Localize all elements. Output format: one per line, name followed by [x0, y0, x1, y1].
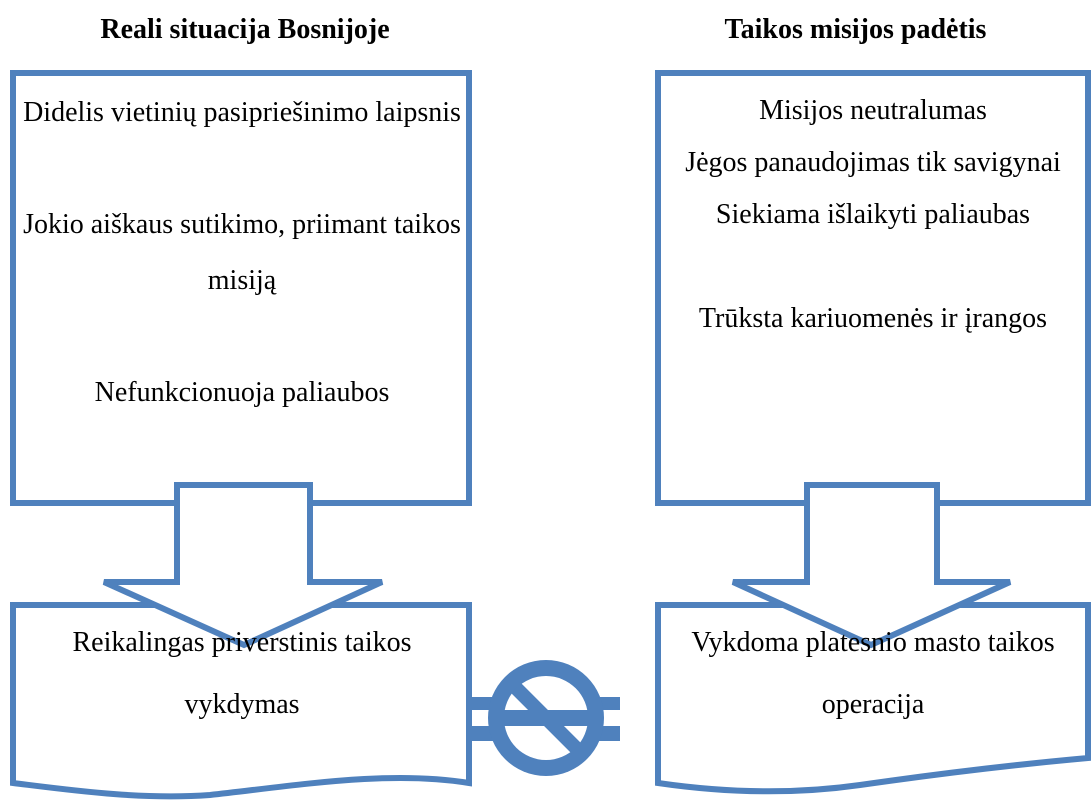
right-result-text: Vykdoma platesnio masto taikos operacija	[691, 627, 1055, 720]
right-item-4: Trūksta kariuomenės ir įrangos	[698, 303, 1048, 334]
left-result-box	[10, 602, 472, 800]
left-item-3: Nefunkcionuoja paliaubos	[94, 377, 390, 408]
left-down-arrow	[102, 482, 384, 649]
right-item-2: Jėgos panaudojimas tik savigynai	[685, 147, 1061, 178]
left-item-1: Didelis vietinių pasipriešinimo laipsnis	[23, 97, 461, 128]
right-column-heading: Taikos misijos padėtis	[724, 14, 987, 45]
right-down-arrow	[731, 482, 1012, 649]
right-result-box	[655, 602, 1091, 795]
left-result-text: Reikalingas priverstinis taikos vykdymas	[72, 627, 412, 720]
left-item-2: Jokio aiškaus sutikimo, priimant taikos …	[23, 209, 461, 296]
right-item-3: Siekiama išlaikyti paliaubas	[715, 199, 1031, 230]
left-column-heading: Reali situacija Bosnijoje	[100, 14, 390, 45]
left-top-box-content: Didelis vietinių pasipriešinimo laipsnis…	[22, 85, 462, 421]
right-item-1: Misijos neutralumas	[759, 95, 987, 126]
right-top-box-content: Misijos neutralumas Jėgos panaudojimas t…	[668, 85, 1078, 345]
no-symbol-icon	[472, 660, 620, 776]
